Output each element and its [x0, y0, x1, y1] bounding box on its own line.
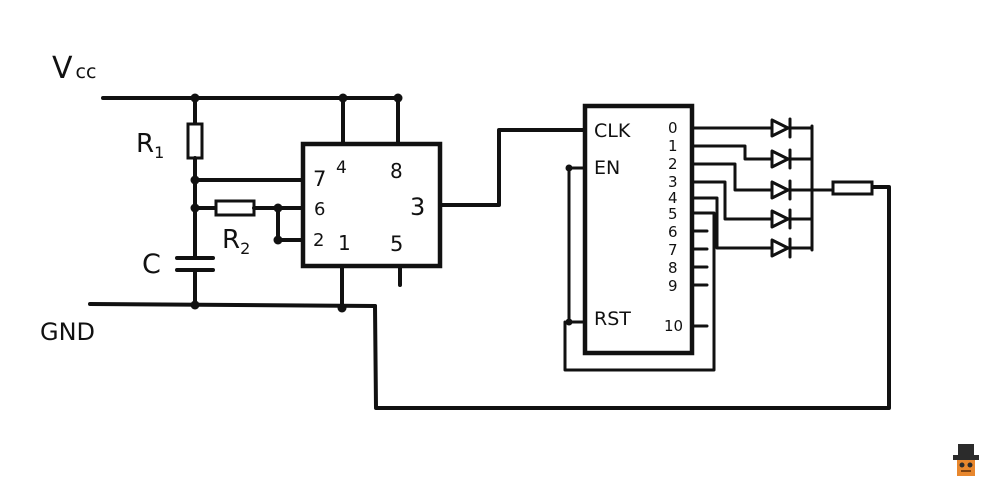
counter-output-7: 7: [668, 241, 678, 259]
counter-clk-label: CLK: [594, 120, 631, 142]
en-reset-tie: [567, 166, 588, 324]
timer-pin-6: 6: [314, 199, 325, 220]
timer-pin-2: 2: [313, 230, 324, 251]
counter-en-label: EN: [594, 157, 620, 179]
junction-dot: [565, 164, 573, 172]
counter-output-9: 9: [668, 277, 678, 295]
junction-dot: [565, 318, 573, 326]
counter-output-2: 2: [668, 155, 678, 173]
wire-output2-led3: [690, 162, 772, 192]
junction-dot: [393, 93, 403, 103]
junction-dot: [273, 235, 283, 245]
mascot-icon: [953, 444, 979, 476]
pin6-pin2-link: [276, 206, 305, 242]
counter-output-8: 8: [668, 259, 678, 277]
wire-output4-led5: [690, 196, 772, 250]
timer-pin-5: 5: [390, 232, 403, 256]
counter-output5-loop: [563, 211, 716, 372]
counter-output-5: 5: [668, 205, 678, 223]
gnd-rail: [88, 302, 377, 308]
c-label: C: [142, 249, 161, 280]
junction-dot: [190, 300, 200, 310]
counter-output-4: 4: [668, 189, 678, 207]
junction-dot: [190, 175, 200, 185]
timer-pin-8: 8: [390, 159, 403, 183]
timer-pin-3: 3: [410, 193, 425, 221]
led-resistor: [831, 180, 874, 196]
timer-pin-1: 1: [338, 231, 351, 255]
counter-ic: [582, 103, 695, 356]
gnd-label: GND: [40, 318, 95, 346]
counter-output-6: 6: [668, 223, 678, 241]
counter-output-3: 3: [668, 173, 678, 191]
led-2: [768, 148, 814, 170]
timer-pin-7: 7: [313, 167, 326, 191]
counter-output-1: 1: [668, 137, 678, 155]
counter-output-0: 0: [668, 119, 678, 137]
ground-return-wire: [373, 185, 891, 410]
pin3-to-clk: [438, 128, 588, 207]
timer-ic: [300, 141, 443, 269]
timer-pin-4: 4: [336, 158, 347, 178]
r2-resistor: [214, 199, 256, 217]
r1-label: R1: [136, 129, 164, 162]
junction-dot: [273, 203, 283, 213]
junction-dot: [337, 303, 347, 313]
wire-output1-led2: [690, 144, 772, 161]
r1-resistor: [186, 122, 204, 160]
led-4: [768, 208, 814, 230]
wire-output3-led4: [690, 180, 772, 221]
junction-dot: [190, 203, 200, 213]
led-5: [768, 237, 814, 259]
junction-dot: [338, 93, 348, 103]
r2-label: R2: [222, 225, 250, 258]
led-1: [768, 117, 814, 139]
counter-rst-label: RST: [594, 308, 631, 330]
led-3: [768, 179, 814, 201]
counter-output-10: 10: [664, 317, 683, 335]
junction-dot: [190, 93, 200, 103]
